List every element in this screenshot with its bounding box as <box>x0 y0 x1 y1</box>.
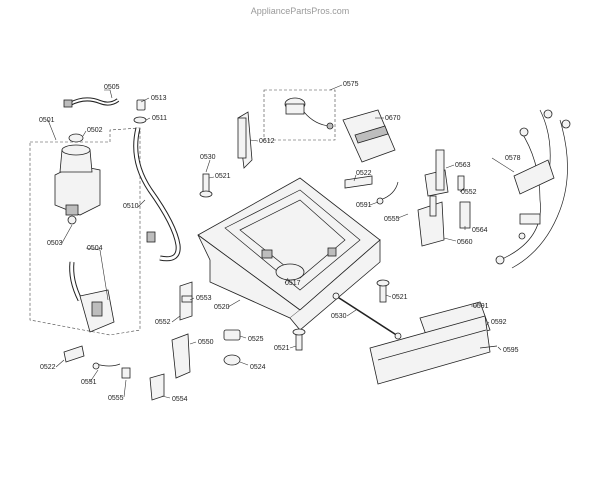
water-inlet-group-outline <box>29 127 141 336</box>
part-0591-lead <box>376 181 399 205</box>
label-0575: 0575 <box>343 81 359 88</box>
label-0564: 0564 <box>472 227 488 234</box>
part-flow-sensor <box>79 289 115 333</box>
label-0551: 0551 <box>81 379 97 386</box>
part-0560-float-housing <box>417 195 445 247</box>
label-0511: 0511 <box>152 115 167 122</box>
part-0505-hose <box>63 97 120 108</box>
label-0522-top: 0522 <box>356 170 372 177</box>
label-0670: 0670 <box>385 115 401 122</box>
part-0555-clip-lower <box>121 367 131 379</box>
label-0555-top: 0555 <box>384 216 400 223</box>
label-0510: 0510 <box>123 203 139 210</box>
part-0521-foot-top <box>199 173 213 198</box>
label-0503: 0503 <box>47 240 63 247</box>
part-0511-clamp <box>133 116 147 124</box>
part-0612-bracket <box>237 111 253 169</box>
part-0522-sensor <box>344 175 373 189</box>
label-0521-center: 0521 <box>274 345 290 352</box>
part-0520-base <box>197 177 381 331</box>
label-0505: 0505 <box>104 84 120 91</box>
part-labels: 0505 0513 0511 0501 0502 0575 0670 0612 … <box>39 81 521 403</box>
label-0595: 0595 <box>503 347 519 354</box>
part-0551-connector <box>92 362 121 370</box>
part-0522-sensor-lower <box>63 345 85 363</box>
label-0522-bottom: 0522 <box>40 364 56 371</box>
part-0530-rod <box>332 292 402 340</box>
label-0525: 0525 <box>248 336 264 343</box>
part-0563-switch <box>424 149 449 197</box>
label-0530-top: 0530 <box>200 154 216 161</box>
label-0502: 0502 <box>87 127 103 134</box>
part-0595-arrow <box>479 345 498 349</box>
label-0555-bottom: 0555 <box>108 395 124 402</box>
label-0501: 0501 <box>39 117 55 124</box>
label-0517: 0517 <box>285 280 301 287</box>
part-0670-module <box>342 109 396 163</box>
part-0564-lever <box>459 201 471 229</box>
part-0575-pump <box>284 97 334 130</box>
label-0504: 0504 <box>87 245 103 252</box>
label-0592: 0592 <box>491 319 507 326</box>
part-0578-wire-harness <box>495 109 571 269</box>
label-0513: 0513 <box>151 95 167 102</box>
label-0612: 0612 <box>259 138 275 145</box>
label-0560: 0560 <box>457 239 473 246</box>
label-0553: 0553 <box>196 295 212 302</box>
part-0554-clip <box>149 373 165 401</box>
part-0510-hose <box>133 127 181 262</box>
part-0501-inlet-valve <box>54 144 101 225</box>
label-0521-right: 0521 <box>392 294 408 301</box>
label-0578: 0578 <box>505 155 521 162</box>
part-0550-bracket <box>171 333 191 379</box>
part-0521-foot-right <box>376 279 390 303</box>
watermark: AppliancePartsPros.com <box>251 6 350 16</box>
label-0550: 0550 <box>198 339 214 346</box>
part-0513-fitting <box>136 99 146 111</box>
label-0524: 0524 <box>250 364 266 371</box>
label-0521-top: 0521 <box>215 173 231 180</box>
part-0552-clip-right <box>457 175 465 191</box>
label-0591-top: 0591 <box>356 202 372 209</box>
label-0552-top: 0552 <box>461 189 477 196</box>
leader-lines <box>47 84 515 399</box>
part-0510-end <box>146 231 156 243</box>
label-0530-bottom: 0530 <box>331 313 347 320</box>
part-0524-disc <box>223 354 241 366</box>
part-0502-ring <box>68 133 84 143</box>
part-0592-kickplate <box>369 315 491 385</box>
label-0563: 0563 <box>455 162 471 169</box>
label-0591-bottom: 0591 <box>473 303 489 310</box>
part-0521-foot-center <box>292 328 306 351</box>
label-0520: 0520 <box>214 304 230 311</box>
pump-group-outline <box>263 89 336 141</box>
part-0525-connector <box>223 329 241 341</box>
part-0553-bracket <box>179 281 193 321</box>
label-0554: 0554 <box>172 396 188 403</box>
label-0552-left: 0552 <box>155 319 171 326</box>
